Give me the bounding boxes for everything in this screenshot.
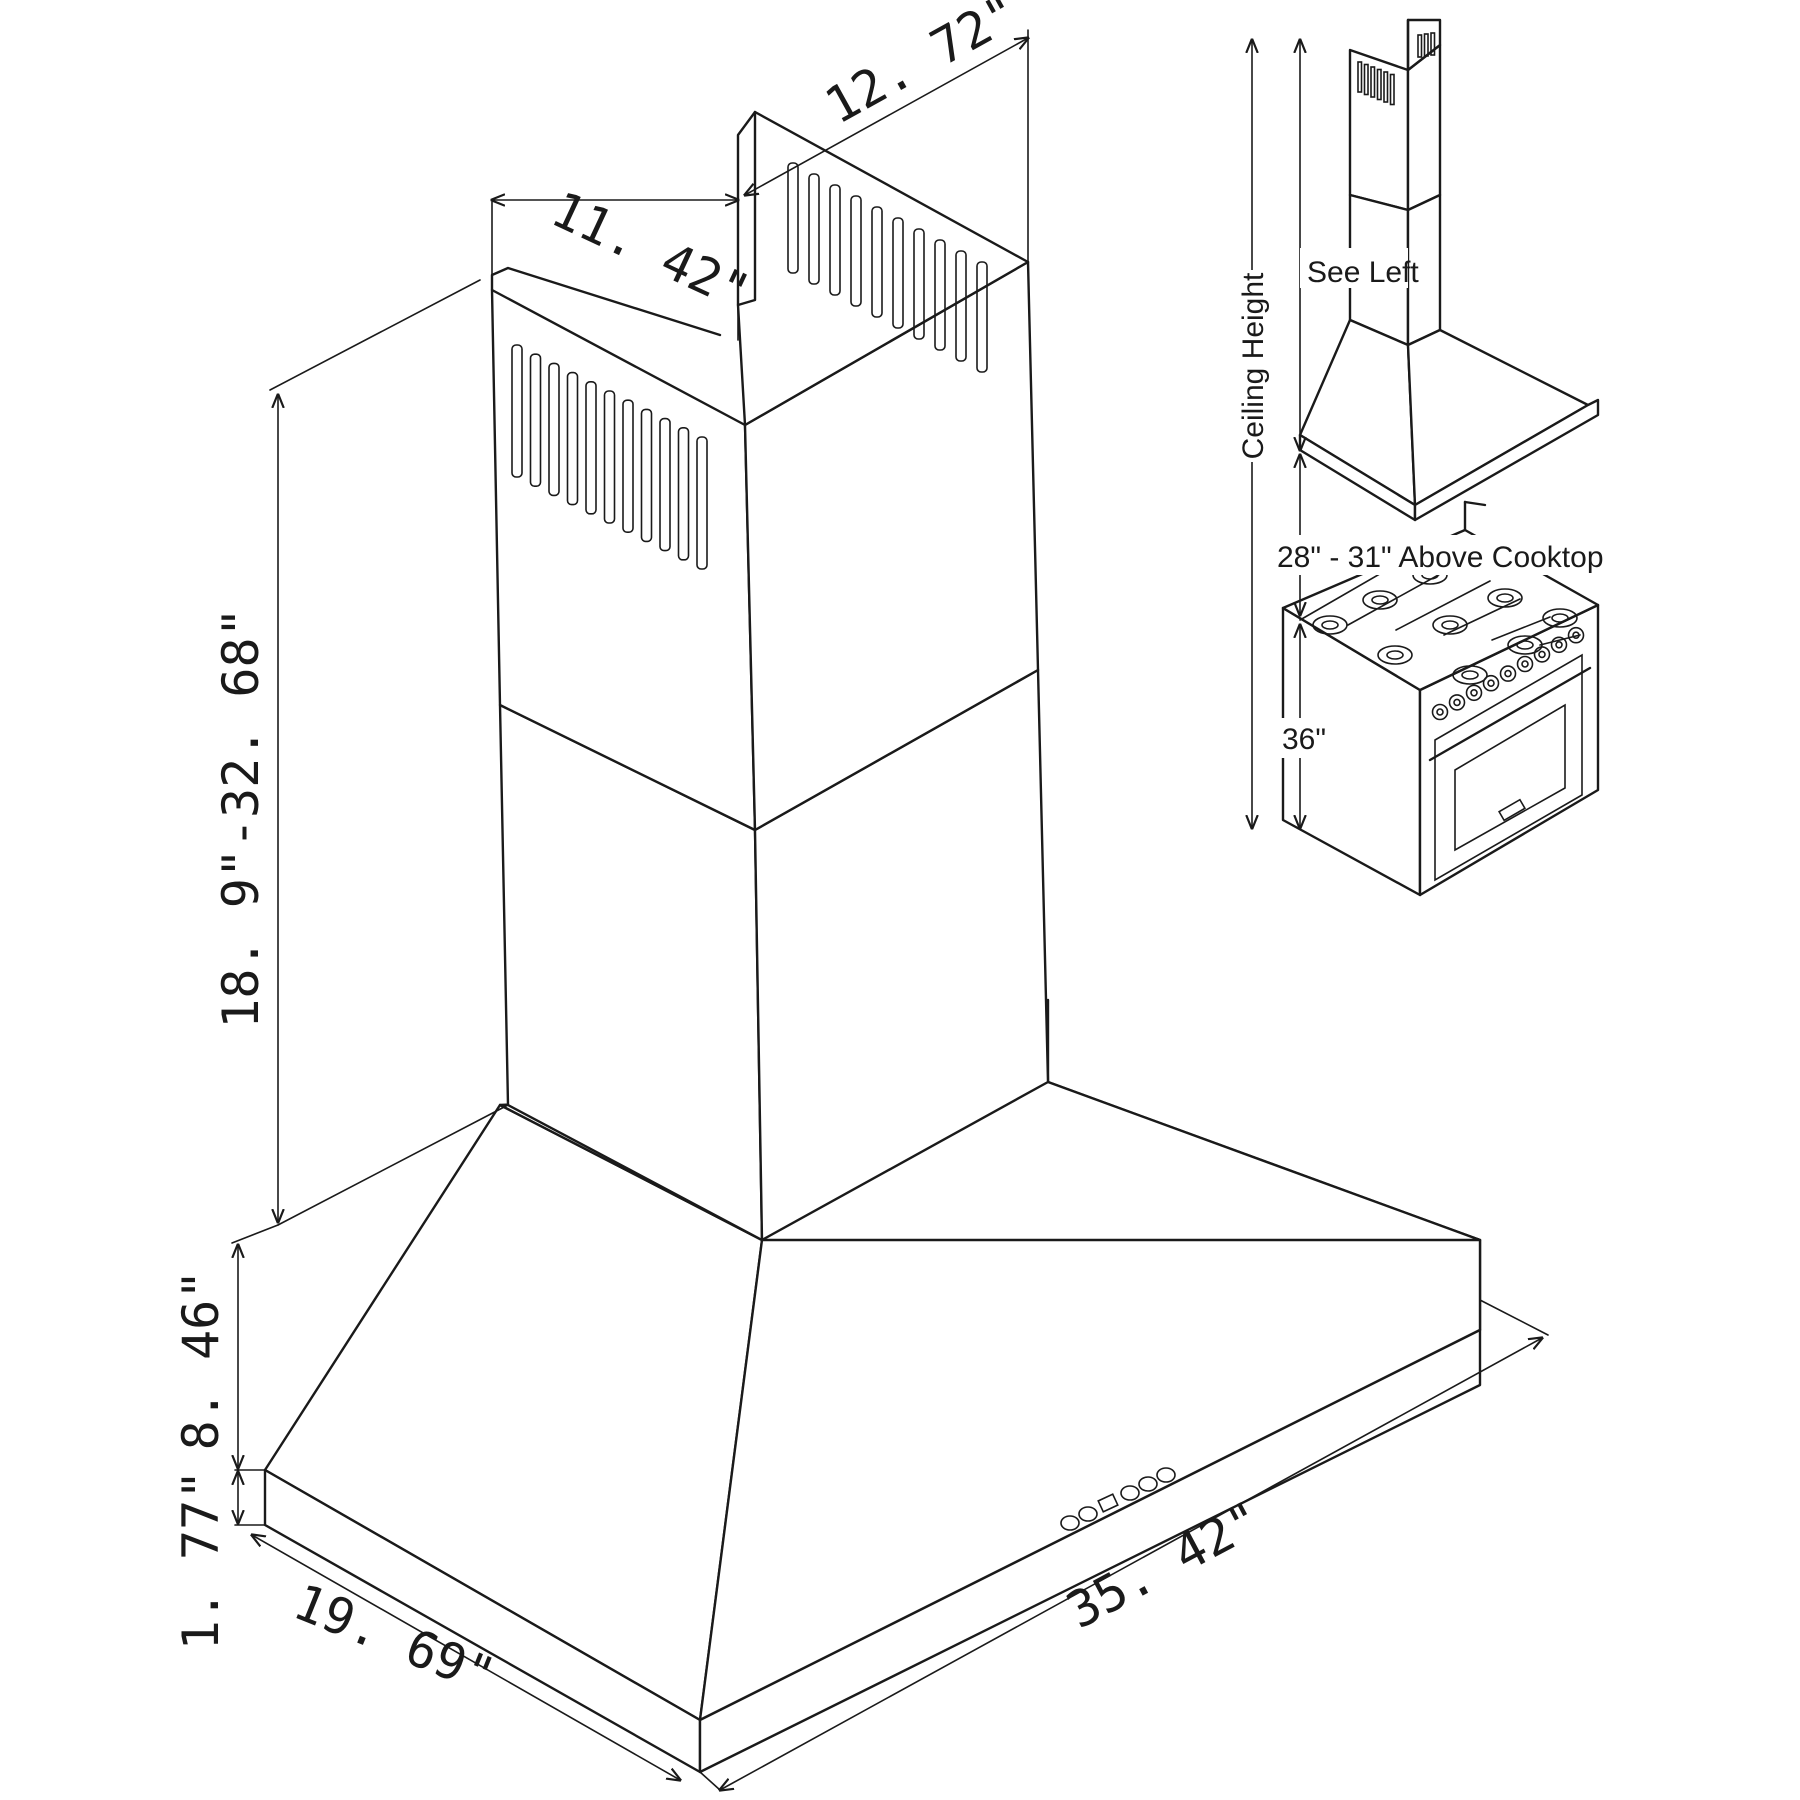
knob-icon bbox=[1550, 636, 1568, 654]
vent-slot bbox=[871, 206, 883, 318]
burner-cap-icon bbox=[1461, 670, 1479, 680]
burner-icon bbox=[1542, 608, 1578, 628]
knob-center-icon bbox=[1555, 640, 1563, 649]
knob-center-icon bbox=[1504, 669, 1512, 678]
installation-inset bbox=[1281, 18, 1600, 897]
vent-slot bbox=[1417, 34, 1423, 58]
burner-icon bbox=[1362, 590, 1398, 610]
vent-slot bbox=[1376, 68, 1382, 101]
range-hood-drawing bbox=[263, 110, 1482, 1774]
vent-slot bbox=[659, 417, 671, 552]
burner-cap-icon bbox=[1321, 620, 1339, 630]
counter-height-label: 36" bbox=[1282, 723, 1326, 756]
inset-labels: See Left Ceiling Height 28" - 31" Above … bbox=[1230, 248, 1604, 758]
vent-slot bbox=[913, 228, 925, 340]
inset-canopy-base-front bbox=[1413, 398, 1600, 522]
dimension-lines bbox=[231, 29, 1549, 1790]
knob-center-icon bbox=[1436, 708, 1444, 716]
inset-oven-window bbox=[1454, 703, 1566, 852]
burner-cap-icon bbox=[1551, 613, 1569, 623]
burner-icon bbox=[1452, 665, 1488, 685]
knob-center-icon bbox=[1487, 679, 1495, 688]
inset-vent-slots bbox=[1357, 32, 1436, 106]
vent-slot bbox=[640, 408, 653, 543]
grate-bar bbox=[1491, 616, 1551, 641]
vent-slot bbox=[1363, 63, 1369, 96]
see-left-label: See Left bbox=[1307, 256, 1419, 289]
inset-chimney-right bbox=[1406, 43, 1442, 212]
knob-icon bbox=[1431, 703, 1449, 721]
vent-slot bbox=[1389, 73, 1395, 106]
vent-slot bbox=[1423, 33, 1429, 57]
knob-center-icon bbox=[1572, 631, 1580, 640]
vent-slot bbox=[934, 239, 946, 351]
vent-slot bbox=[677, 426, 690, 561]
vent-slot bbox=[1383, 71, 1389, 103]
duct-width-label: 12. 72" bbox=[816, 0, 1028, 135]
vent-slot bbox=[892, 217, 904, 329]
vent-slot bbox=[955, 250, 967, 362]
knob-icon bbox=[1482, 674, 1500, 692]
inset-oven-door bbox=[1434, 653, 1583, 882]
burner-cap-icon bbox=[1496, 593, 1514, 603]
vent-slot bbox=[622, 399, 634, 534]
burner-cap-icon bbox=[1371, 595, 1389, 605]
vent-slot bbox=[976, 261, 988, 373]
knob-icon bbox=[1465, 684, 1483, 702]
burner-cap-icon bbox=[1386, 650, 1404, 660]
knob-icon bbox=[1499, 665, 1517, 682]
grate-bar bbox=[1395, 580, 1491, 631]
knob-icon bbox=[1516, 655, 1534, 673]
vent-slot bbox=[603, 390, 616, 524]
canopy-height-label: 8. 46" bbox=[172, 1270, 230, 1451]
burner-cap-icon bbox=[1516, 640, 1534, 650]
inset-range-knobs bbox=[1431, 626, 1585, 721]
knob-center-icon bbox=[1521, 660, 1529, 668]
inset-oven-handle bbox=[1428, 666, 1592, 762]
ceiling-height-label: Ceiling Height bbox=[1237, 272, 1270, 459]
vent-slot bbox=[1357, 61, 1363, 93]
knob-icon bbox=[1533, 646, 1551, 663]
burner-icon bbox=[1312, 615, 1348, 635]
vent-slots-left bbox=[511, 344, 708, 570]
chimney-height-label: 18. 9"-32. 68" bbox=[212, 607, 270, 1028]
burner-icon bbox=[1377, 645, 1413, 665]
above-cooktop-label: 28" - 31" Above Cooktop bbox=[1277, 541, 1604, 574]
vent-slot bbox=[529, 353, 542, 488]
burner-icon bbox=[1432, 615, 1468, 635]
duct-depth-label: 11. 42" bbox=[543, 180, 758, 322]
vent-slot bbox=[511, 344, 523, 478]
base-height-label: 1. 77" bbox=[172, 1470, 230, 1651]
burner-cap-icon bbox=[1441, 620, 1459, 630]
grate-bar bbox=[1443, 598, 1521, 636]
knob-center-icon bbox=[1470, 688, 1478, 697]
vent-slot bbox=[566, 371, 579, 506]
vent-slot bbox=[1430, 32, 1436, 56]
knob-center-icon bbox=[1453, 698, 1461, 707]
knob-icon bbox=[1567, 626, 1585, 644]
knob-icon bbox=[1448, 694, 1466, 711]
inset-canopy-right bbox=[1406, 328, 1590, 507]
vent-slot bbox=[696, 436, 708, 570]
vent-slot bbox=[585, 380, 597, 515]
knob-center-icon bbox=[1538, 650, 1546, 659]
vent-slot bbox=[1370, 66, 1376, 98]
vent-slot bbox=[548, 362, 560, 497]
burner-icon bbox=[1487, 588, 1523, 608]
